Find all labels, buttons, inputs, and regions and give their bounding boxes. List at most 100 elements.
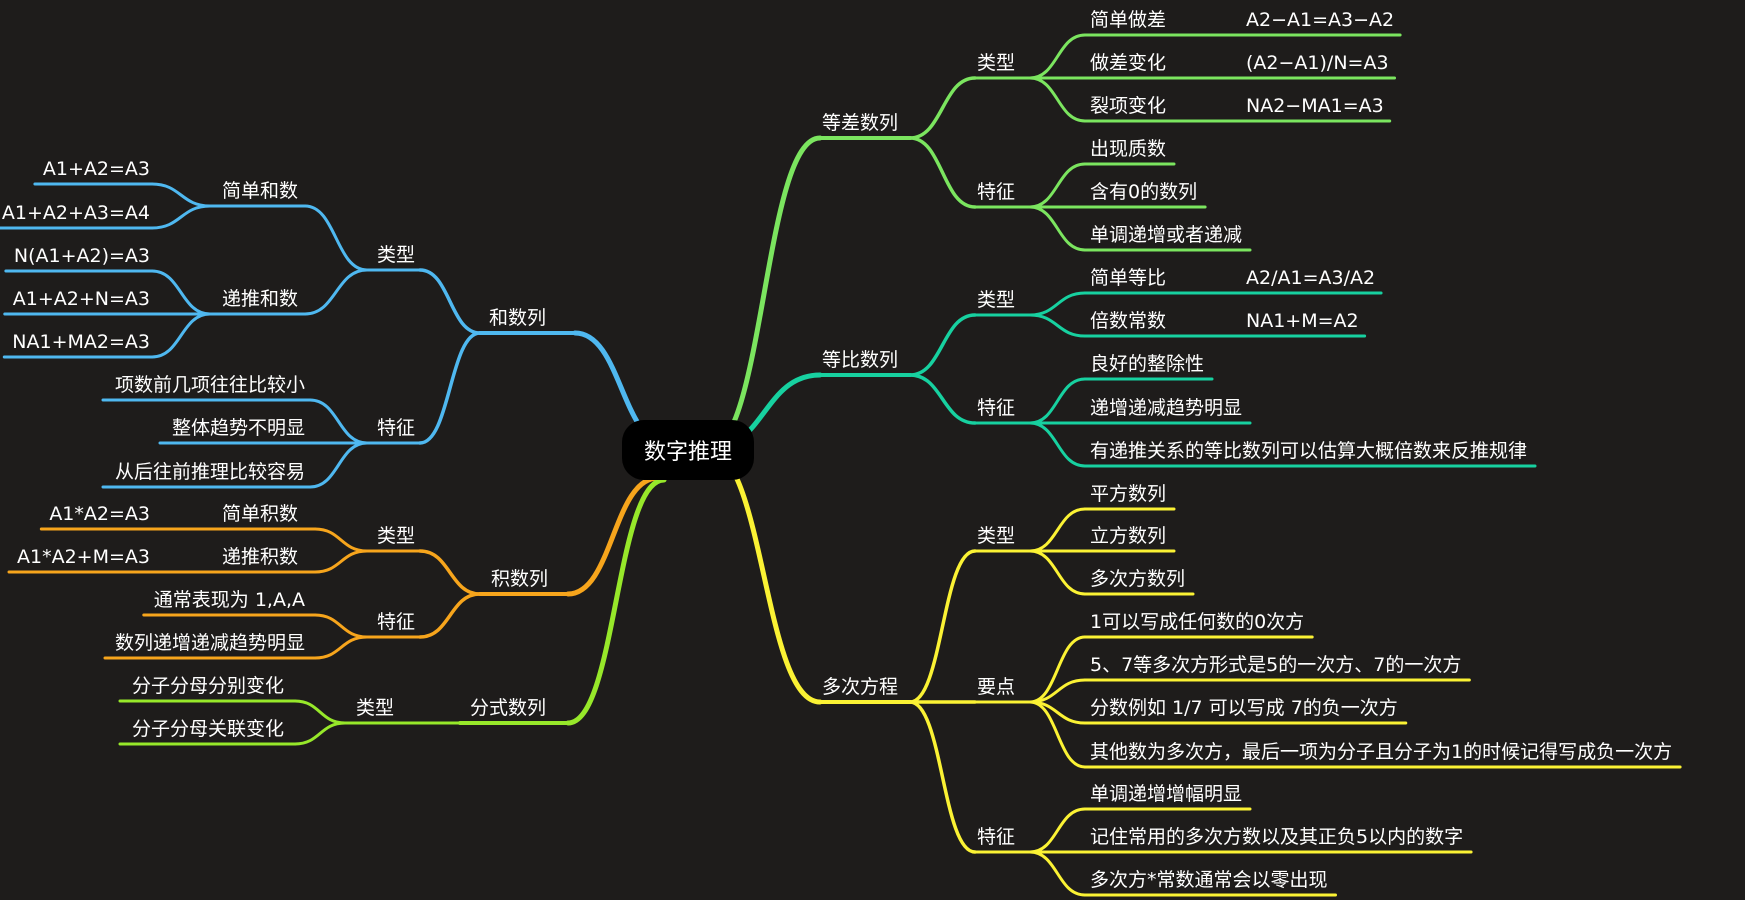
duoci-points-item[interactable]: 其他数为多次方，最后一项为分子且分子为1的时候记得写成负一次方: [1090, 741, 1673, 763]
dengbi-features-item[interactable]: 递增递减趋势明显: [1090, 397, 1243, 419]
dengbi-features-item[interactable]: 有递推关系的等比数列可以估算大概倍数来反推规律: [1090, 440, 1528, 462]
he-types-label[interactable]: 类型: [377, 244, 416, 266]
fenshi-types-leaf-connector: [293, 699, 347, 725]
he-simple-leaf-connector: [150, 204, 212, 230]
dengcha-types-label[interactable]: 类型: [977, 52, 1016, 74]
fenshi-types-item[interactable]: 分子分母分别变化: [131, 675, 284, 697]
duoci-features-leaf-connector: [1028, 850, 1087, 897]
duoci-points-item[interactable]: 5、7等多次方形式是5的一次方、7的一次方: [1090, 654, 1462, 676]
dengcha-types-item[interactable]: 简单做差: [1090, 9, 1167, 31]
duoci-features-item[interactable]: 记住常用的多次方数以及其正负5以内的数字: [1090, 826, 1464, 848]
fenshi-branch-label[interactable]: 分式数列: [470, 697, 547, 719]
he-recursive-item[interactable]: A1+A2+N=A3: [12, 288, 150, 310]
dengcha-types-leaf-connector: [1028, 33, 1087, 80]
ji-features-leaf-connector: [313, 613, 369, 639]
he-features-item[interactable]: 整体趋势不明显: [171, 417, 305, 439]
duoci-types-item[interactable]: 平方数列: [1090, 483, 1167, 505]
dengbi-branch-label[interactable]: 等比数列: [822, 349, 899, 371]
dengcha-main-connector: [705, 135, 823, 453]
root-node[interactable]: 数字推理: [622, 420, 754, 480]
dengcha-types-item[interactable]: 裂项变化: [1090, 95, 1167, 117]
dengcha-types-leaf-connector: [1028, 76, 1087, 123]
duoci-features-label[interactable]: 特征: [977, 826, 1016, 848]
ji-types-leaf-connector: [313, 527, 369, 553]
duoci-points-label[interactable]: 要点: [977, 676, 1016, 698]
he-recursive-leaf-connector: [150, 312, 212, 359]
duoci-types-leaf-connector: [1028, 549, 1087, 596]
dengbi-features-leaf-connector: [1028, 421, 1087, 468]
ji-features-label[interactable]: 特征: [377, 611, 416, 633]
dengcha-features-item[interactable]: 含有0的数列: [1090, 181, 1198, 203]
dengbi-types-item[interactable]: 简单等比: [1090, 267, 1167, 289]
he-features-item[interactable]: 从后往前推理比较容易: [114, 461, 305, 483]
dengcha-features-label[interactable]: 特征: [977, 181, 1016, 203]
he-features-connector: [418, 331, 482, 445]
duoci-types-label[interactable]: 类型: [977, 525, 1016, 547]
dengcha-features-item[interactable]: 单调递增或者递减: [1090, 224, 1243, 246]
ji-types-item[interactable]: 简单积数: [222, 503, 299, 525]
ji-main-connector: [565, 475, 661, 597]
ji-types-item[interactable]: 递推积数: [222, 546, 299, 568]
he-recursive-item[interactable]: N(A1+A2)=A3: [13, 245, 150, 267]
he-simple-item[interactable]: A1+A2=A3: [42, 158, 150, 180]
dengbi-types-label[interactable]: 类型: [977, 289, 1016, 311]
duoci-features-leaf-connector: [1028, 807, 1087, 854]
duoci-types-item[interactable]: 多次方数列: [1090, 568, 1186, 590]
he-recursive-leaf-connector: [150, 269, 212, 316]
he-features-item[interactable]: 项数前几项往往比较小: [114, 374, 305, 396]
dengcha-features-item[interactable]: 出现质数: [1090, 138, 1167, 160]
dengcha-types-connector: [908, 76, 977, 140]
ji-types-leaf-connector: [313, 549, 369, 574]
dengcha-branch-label[interactable]: 等差数列: [822, 112, 899, 134]
he-branch-label[interactable]: 和数列: [489, 307, 547, 329]
dengbi-features-leaf-connector: [1028, 377, 1087, 425]
fenshi-main-connector: [565, 477, 667, 726]
dengcha-features-leaf-connector: [1028, 205, 1087, 252]
duoci-points-item[interactable]: 1可以写成任何数的0次方: [1090, 611, 1305, 633]
dengcha-types-item[interactable]: 做差变化: [1090, 52, 1167, 74]
duoci-types-connector: [908, 549, 977, 704]
ji-types-formula[interactable]: A1*A2=A3: [49, 503, 150, 525]
duoci-points-item[interactable]: 分数例如 1/7 可以写成 7的负一次方: [1090, 697, 1398, 719]
ji-types-formula[interactable]: A1*A2+M=A3: [17, 546, 150, 568]
duoci-branch-label[interactable]: 多次方程: [822, 676, 899, 698]
fenshi-types-item[interactable]: 分子分母关联变化: [131, 718, 284, 740]
duoci-features-item[interactable]: 单调递增增幅明显: [1090, 783, 1243, 805]
dengcha-types-formula[interactable]: NA2−MA1=A3: [1246, 95, 1384, 117]
dengcha-features-leaf-connector: [1028, 162, 1087, 209]
dengbi-types-leaf-connector: [1028, 291, 1087, 317]
fenshi-types-label[interactable]: 类型: [356, 697, 395, 719]
he-simple-item[interactable]: A1+A2+A3=A4: [1, 202, 150, 224]
dengbi-features-item[interactable]: 良好的整除性: [1090, 353, 1205, 375]
dengbi-types-leaf-connector: [1028, 313, 1087, 338]
ji-types-connector: [418, 549, 482, 596]
he-features-leaf-connector: [308, 398, 369, 445]
duoci-points-leaf-connector: [1028, 700, 1087, 769]
he-recursive-label[interactable]: 递推和数: [222, 288, 299, 310]
ji-features-item[interactable]: 数列递增递减趋势明显: [114, 632, 305, 654]
he-features-label[interactable]: 特征: [377, 417, 416, 439]
dengbi-features-label[interactable]: 特征: [977, 397, 1016, 419]
duoci-main-connector: [705, 447, 823, 705]
dengcha-types-formula[interactable]: A2−A1=A3−A2: [1246, 9, 1395, 31]
duoci-types-item[interactable]: 立方数列: [1090, 525, 1167, 547]
ji-branch-label[interactable]: 积数列: [491, 568, 549, 590]
he-simple-label[interactable]: 简单和数: [222, 180, 299, 202]
dengbi-types-connector: [908, 313, 977, 377]
he-recursive-item[interactable]: NA1+MA2=A3: [12, 331, 150, 353]
duoci-features-item[interactable]: 多次方*常数通常会以零出现: [1090, 869, 1328, 891]
dengbi-types-item[interactable]: 倍数常数: [1090, 310, 1167, 332]
ji-features-leaf-connector: [313, 635, 369, 660]
dengbi-features-connector: [908, 373, 977, 425]
dengbi-types-formula[interactable]: A2/A1=A3/A2: [1246, 267, 1376, 289]
he-recursive-connector: [303, 268, 369, 316]
duoci-features-connector: [908, 700, 977, 854]
duoci-types-leaf-connector: [1028, 507, 1087, 553]
ji-features-item[interactable]: 通常表现为 1,A,A: [153, 589, 305, 611]
dengcha-types-formula[interactable]: (A2−A1)/N=A3: [1246, 52, 1389, 74]
he-types-connector: [418, 268, 482, 335]
ji-types-label[interactable]: 类型: [377, 525, 416, 547]
dengbi-types-formula[interactable]: NA1+M=A2: [1246, 310, 1359, 332]
